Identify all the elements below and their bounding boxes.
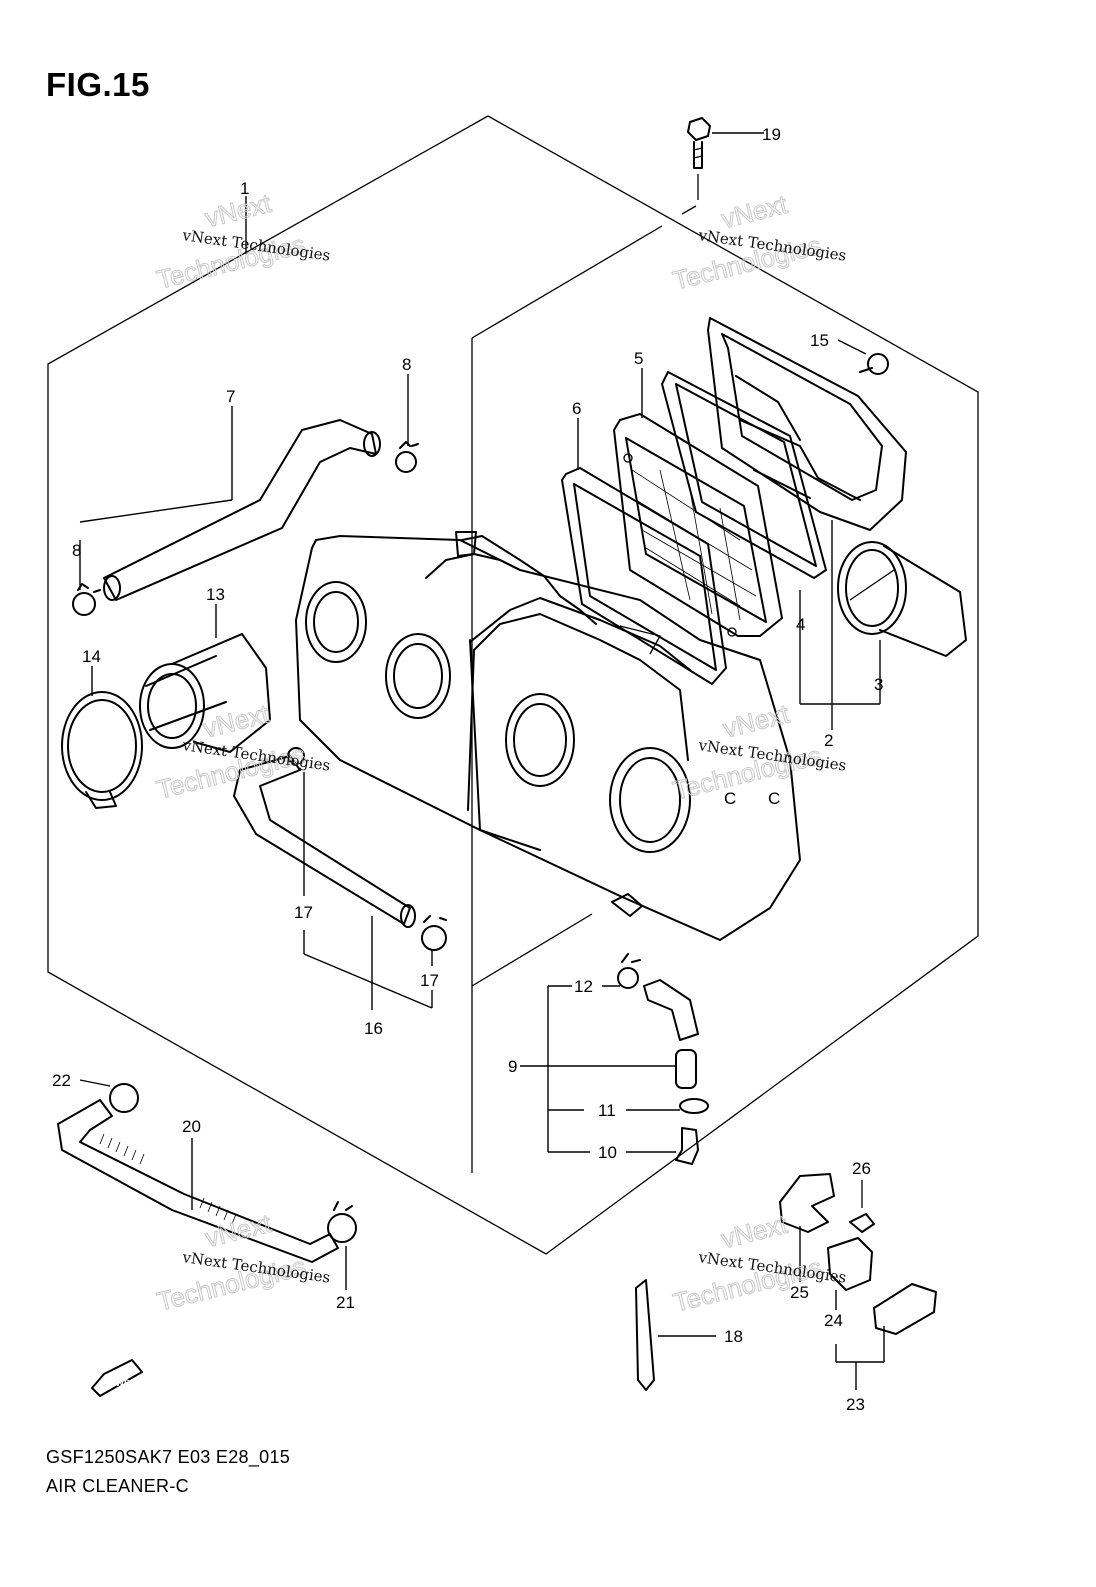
callout-12: 12 [574,977,593,996]
leader-lines [79,368,885,1390]
callout-4: 4 [796,615,805,634]
callout-3: 3 [874,675,883,694]
callout-25: 25 [790,1283,809,1302]
callout-17: 17 [294,903,313,922]
case-mark-c: C [724,789,736,808]
callout-26: 26 [852,1159,871,1178]
connector-24-icon [827,1237,873,1291]
bracket-25-icon [779,1173,835,1233]
forward-arrow-icon: FWD [91,1359,143,1397]
watermark-big-top: vNext [720,698,792,743]
callout-13: 13 [206,585,225,604]
callout-24: 24 [824,1311,843,1330]
callout-numbers: 1 2 3 4 5 6 7 8 8 9 10 11 12 13 14 15 16… [52,125,883,1414]
air-cleaner-case-icon: C C [295,531,801,941]
callout-10: 10 [598,1143,617,1162]
screw-15-icon [837,339,889,375]
watermark-big-top: vNext [202,1208,274,1253]
callout-19: 19 [762,125,781,144]
hose-20-icon [57,1083,357,1263]
air-filter-element-5-icon [613,413,783,637]
intake-duct-3-icon [837,541,967,657]
case-mark-c: C [768,789,780,808]
bolt-26-icon [849,1180,875,1233]
callout-14: 14 [82,647,101,666]
callout-11: 11 [598,1101,616,1120]
watermark-big-top: vNext [202,188,274,233]
diagram-name: AIR CLEANER-C [46,1476,189,1496]
callout-17: 17 [420,971,439,990]
callout-7: 7 [226,387,235,406]
bolt-19-icon [687,117,764,200]
callout-2: 2 [824,731,833,750]
clamp-14-icon [61,691,143,809]
figure-title: FIG.15 [46,66,150,103]
gasket-6-icon [561,467,727,685]
strap-18-icon [635,1279,716,1391]
callout-8: 8 [402,355,411,374]
watermark-big-top: vNext [200,698,272,743]
callout-23: 23 [846,1395,865,1414]
callout-1: 1 [240,179,249,198]
callout-16: 16 [364,1019,383,1038]
callout-22: 22 [52,1071,71,1090]
callout-8: 8 [72,541,81,560]
callout-5: 5 [634,349,643,368]
callout-6: 6 [572,399,581,418]
callout-15: 15 [810,331,829,350]
fwd-label: FWD [110,1378,131,1388]
callout-9: 9 [508,1057,517,1076]
callout-18: 18 [724,1327,743,1346]
callout-21: 21 [336,1293,355,1312]
assembly-frame [47,115,979,1255]
diagram-code: GSF1250SAK7 E03 E28_015 [46,1447,291,1467]
drain-assembly-icon [611,893,709,1165]
hose-7-icon [103,419,381,601]
watermark-big-top: vNext [718,1209,790,1254]
clamp-8-icon [72,441,419,616]
connector-23-icon [873,1283,937,1335]
callout-20: 20 [182,1117,201,1136]
gasket-4-icon [661,371,827,579]
watermark-big-top: vNext [718,189,790,234]
air-cleaner-cap-icon [707,317,907,531]
intake-boot-13-icon [139,633,271,753]
hose-16-icon [233,747,447,951]
